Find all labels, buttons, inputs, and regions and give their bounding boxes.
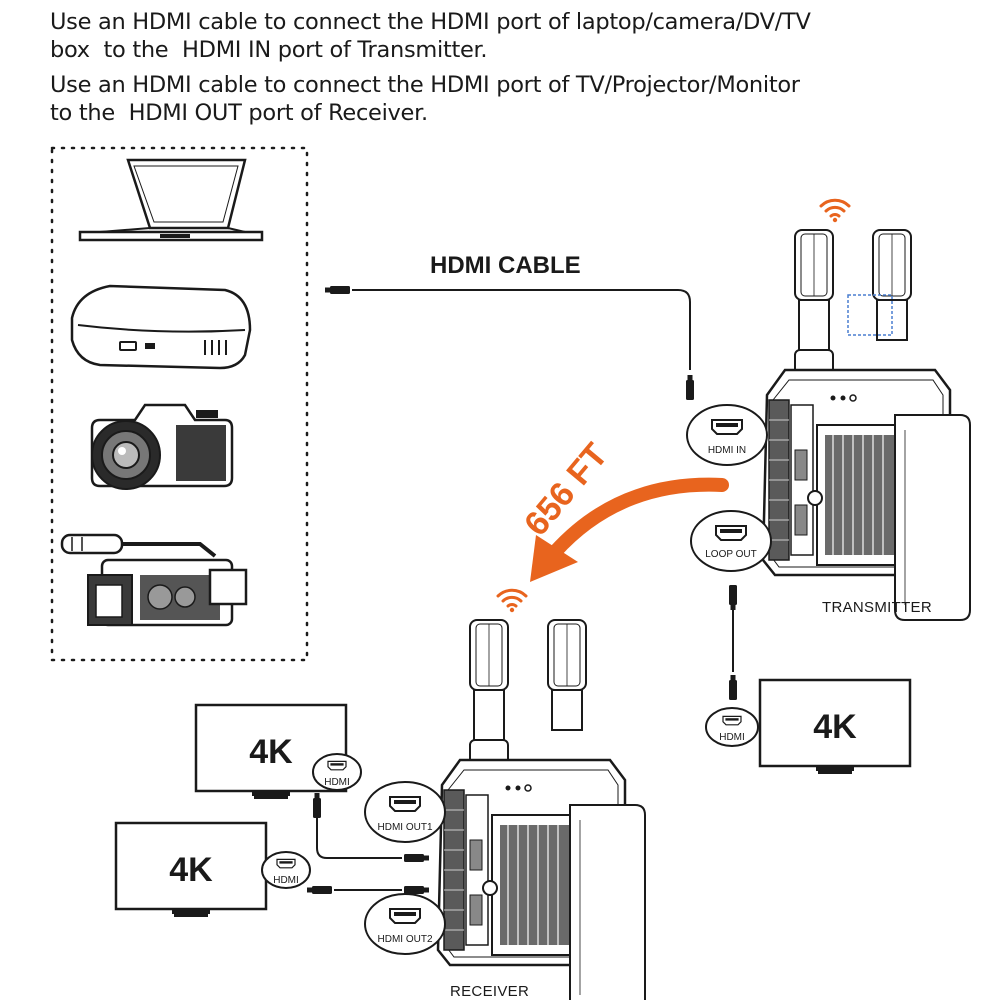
loop-out-monitor-hdmi-callout: HDMI: [705, 707, 759, 747]
monitor-2-hdmi-label: HDMI: [273, 875, 299, 886]
loop-out-monitor-hdmi-label: HDMI: [719, 732, 745, 743]
camcorder-icon: [60, 533, 248, 627]
loop-out-monitor-label: 4K: [813, 708, 857, 746]
loop-out-monitor: 4K: [758, 678, 912, 776]
hdmi-in-callout: HDMI IN: [686, 404, 768, 466]
range-arrow: [530, 477, 729, 582]
instruction-line-2: box to the HDMI IN port of Transmitter.: [50, 37, 488, 63]
transmitter-unit: [761, 228, 972, 622]
monitor-2: 4K: [114, 821, 268, 919]
hdmi-in-label: HDMI IN: [708, 445, 746, 456]
transmitter-label: TRANSMITTER: [822, 599, 932, 616]
monitor-1: 4K: [194, 703, 348, 801]
hdmi-out1-label: HDMI OUT1: [378, 822, 433, 833]
monitor-1-label: 4K: [249, 733, 293, 771]
source-devices-box: [50, 146, 309, 662]
loop-out-label: LOOP OUT: [705, 549, 757, 560]
instruction-line-4: to the HDMI OUT port of Receiver.: [50, 100, 428, 126]
loop-out-cable: [729, 585, 737, 700]
hdmi-out2-cable: [307, 886, 429, 894]
transmitter-wireless-icon: [819, 198, 851, 224]
hdmi-cable-label: HDMI CABLE: [430, 252, 581, 279]
antenna-highlight: [847, 294, 893, 336]
receiver-wireless-icon: [496, 588, 528, 614]
monitor-1-hdmi-label: HDMI: [324, 777, 350, 788]
loop-out-callout: LOOP OUT: [690, 510, 772, 572]
monitor-2-hdmi-callout: HDMI: [261, 851, 311, 889]
instruction-line-3: Use an HDMI cable to connect the HDMI po…: [50, 72, 800, 98]
monitor-1-hdmi-callout: HDMI: [312, 753, 362, 791]
hdmi-out1-callout: HDMI OUT1: [364, 781, 446, 843]
camera-icon: [90, 403, 234, 490]
receiver-unit: [436, 618, 647, 1000]
hdmi-out2-callout: HDMI OUT2: [364, 893, 446, 955]
hdmi-cable-to-transmitter: [325, 286, 694, 400]
instruction-line-1: Use an HDMI cable to connect the HDMI po…: [50, 9, 811, 35]
hdmi-out1-cable: [313, 793, 429, 862]
distance-label: 656 FT: [517, 436, 615, 543]
tv-box-icon: [70, 284, 252, 370]
hdmi-out2-label: HDMI OUT2: [378, 934, 433, 945]
laptop-icon: [78, 158, 264, 242]
receiver-label: RECEIVER: [450, 983, 529, 1000]
monitor-2-label: 4K: [169, 851, 213, 889]
